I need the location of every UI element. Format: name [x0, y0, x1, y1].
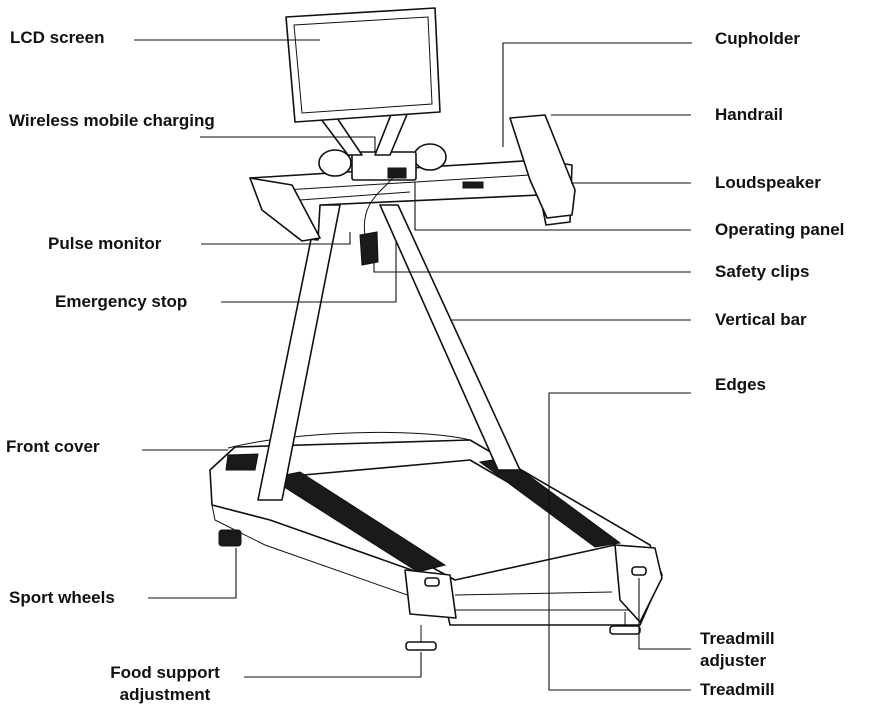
label-treadmill-adjuster-line1: Treadmill	[700, 629, 775, 648]
label-treadmill-adjuster: Treadmill adjuster	[700, 628, 775, 672]
label-sport-wheels: Sport wheels	[9, 588, 115, 607]
sport-wheel-icon	[218, 529, 242, 547]
label-handrail: Handrail	[715, 105, 784, 124]
label-front-cover: Front cover	[6, 437, 100, 456]
label-safety-clips: Safety clips	[715, 262, 810, 281]
label-treadmill: Treadmill	[700, 680, 775, 699]
label-vertical-bar: Vertical bar	[715, 310, 807, 329]
label-emergency-stop: Emergency stop	[55, 292, 188, 311]
label-operating-panel: Operating panel	[715, 220, 845, 239]
label-pulse-monitor: Pulse monitor	[48, 234, 162, 253]
label-lcd-screen: LCD screen	[10, 28, 105, 47]
label-cupholder: Cupholder	[715, 29, 800, 48]
treadmill-illustration	[209, 7, 663, 651]
label-loudspeaker: Loudspeaker	[715, 173, 821, 192]
label-food-support-line1: Food support	[110, 663, 220, 682]
label-treadmill-adjuster-line2: adjuster	[700, 651, 767, 670]
label-food-support-line2: adjustment	[119, 685, 211, 704]
leader-lines	[134, 39, 692, 691]
foot-right-icon	[609, 625, 641, 635]
label-edges: Edges	[715, 375, 767, 394]
label-food-support-adjustment: Food support adjustment	[85, 662, 245, 706]
foot-left-icon	[405, 641, 437, 651]
label-wireless-charging: Wireless mobile charging	[9, 111, 215, 130]
